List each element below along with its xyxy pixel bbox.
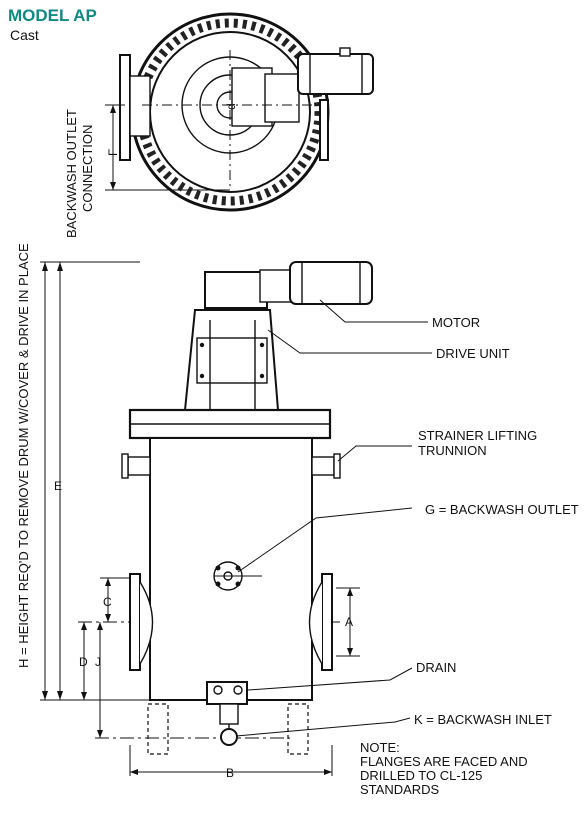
note-heading: NOTE: [360, 740, 400, 755]
trunnion-label-line2: TRUNNION [418, 443, 487, 458]
height-requirement-label: H = HEIGHT REQ'D TO REMOVE DRUM W/COVER … [16, 243, 31, 668]
motor-label: MOTOR [432, 315, 480, 330]
dim-d-label: d [224, 103, 238, 110]
dim-b-label: B [226, 766, 234, 780]
dim-a-label: A [345, 615, 353, 629]
dim-c-label: C [103, 595, 112, 609]
backwash-connection-label-line2: CONNECTION [80, 125, 95, 212]
model-subtitle: Cast [10, 27, 39, 43]
model-title: MODEL AP [8, 6, 97, 25]
dim-j-label: J [95, 655, 101, 669]
note-line-2: DRILLED TO CL-125 [360, 768, 482, 783]
dim-f-label: F [106, 149, 120, 156]
dim-e-label: E [54, 479, 62, 493]
trunnion-label-line1: STRAINER LIFTING [418, 428, 537, 443]
front-view [121, 261, 373, 755]
backwash-connection-label-line1: BACKWASH OUTLET [64, 109, 79, 238]
note-line-3: STANDARDS [360, 782, 440, 797]
dim-d-upper-label: D [79, 655, 88, 669]
height-dimension [40, 261, 150, 701]
drain-label: DRAIN [416, 660, 456, 675]
e-dimension [57, 262, 63, 700]
drive-unit-label: DRIVE UNIT [436, 346, 510, 361]
top-view [105, 12, 374, 212]
note-line-1: FLANGES ARE FACED AND [360, 754, 528, 769]
backwash-outlet-label: G = BACKWASH OUTLET [425, 502, 579, 517]
backwash-inlet-label: K = BACKWASH INLET [414, 712, 552, 727]
